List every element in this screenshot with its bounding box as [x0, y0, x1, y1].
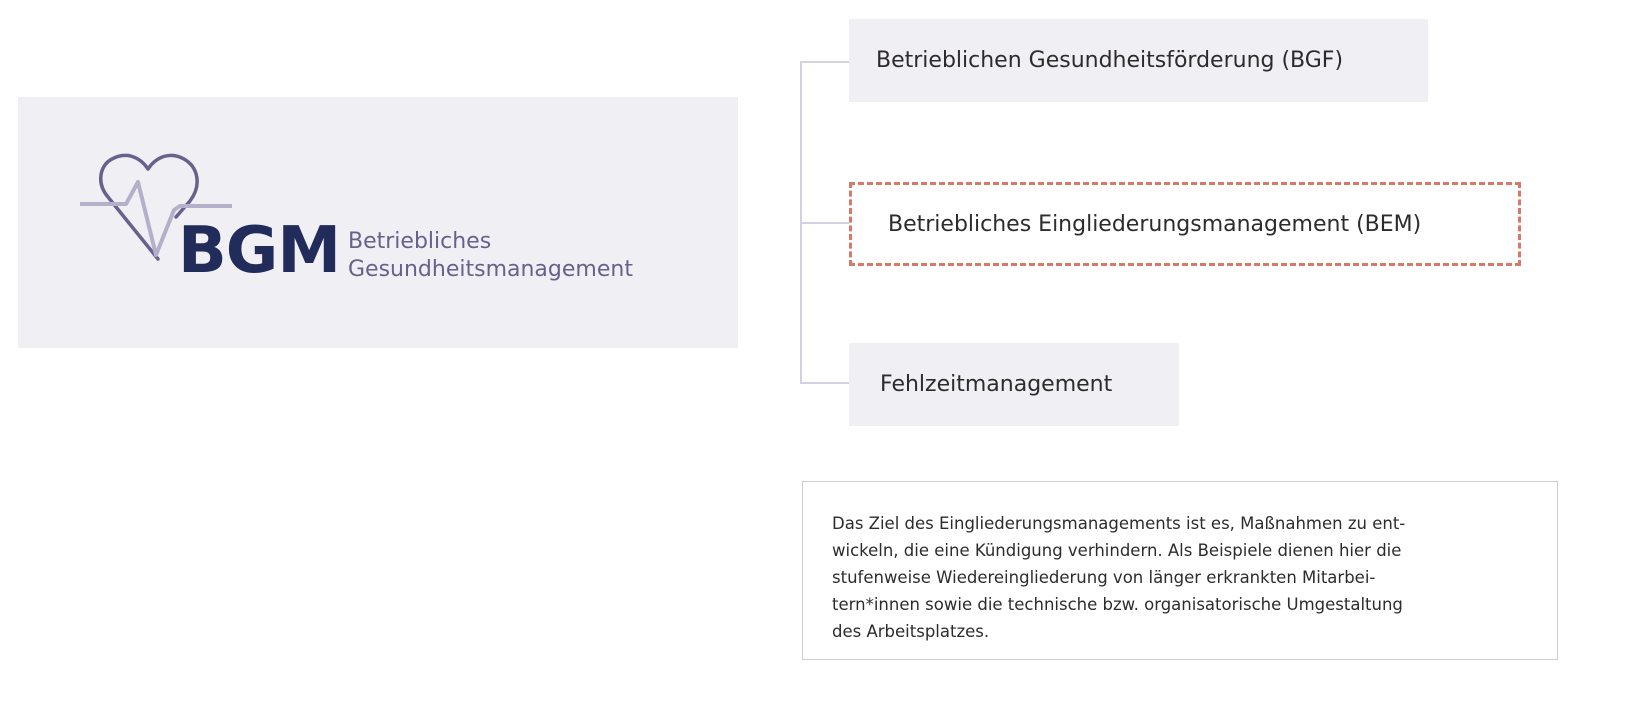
tree-connector — [800, 61, 849, 63]
branch-label: Fehlzeitmanagement — [880, 372, 1113, 397]
description-line: des Arbeitsplatzes. — [832, 622, 990, 641]
description-line: tern*innen sowie die technische bzw. org… — [832, 595, 1403, 614]
logo-subtitle-line: Gesundheitsmanagement — [348, 257, 633, 282]
branch-fehlzeitmanagement: Fehlzeitmanagement — [849, 343, 1179, 426]
logo-subtitle: Betriebliches Gesundheitsmanagement — [348, 228, 633, 284]
bgm-logo-panel: BGM Betriebliches Gesundheitsmanagement — [18, 97, 738, 348]
branch-bem-highlighted: Betriebliches Eingliederungsmanagement (… — [849, 182, 1521, 266]
description-line: Das Ziel des Eingliederungsmanagements i… — [832, 514, 1406, 533]
tree-connector — [800, 222, 849, 224]
description-line: stufenweise Wiedereingliederung von läng… — [832, 568, 1376, 587]
description-line: wickeln, die eine Kündigung verhindern. … — [832, 541, 1402, 560]
logo-abbreviation: BGM — [178, 214, 341, 288]
tree-connector — [800, 382, 849, 384]
logo-subtitle-line: Betriebliches — [348, 229, 492, 254]
branch-label: Betriebliches Eingliederungsmanagement (… — [888, 211, 1422, 237]
heart-pulse-icon — [80, 153, 232, 261]
bem-description-box: Das Ziel des Eingliederungsmanagements i… — [802, 481, 1558, 660]
branch-label: Betrieblichen Gesundheitsförderung (BGF) — [876, 48, 1344, 73]
branch-bgf: Betrieblichen Gesundheitsförderung (BGF) — [849, 19, 1428, 102]
